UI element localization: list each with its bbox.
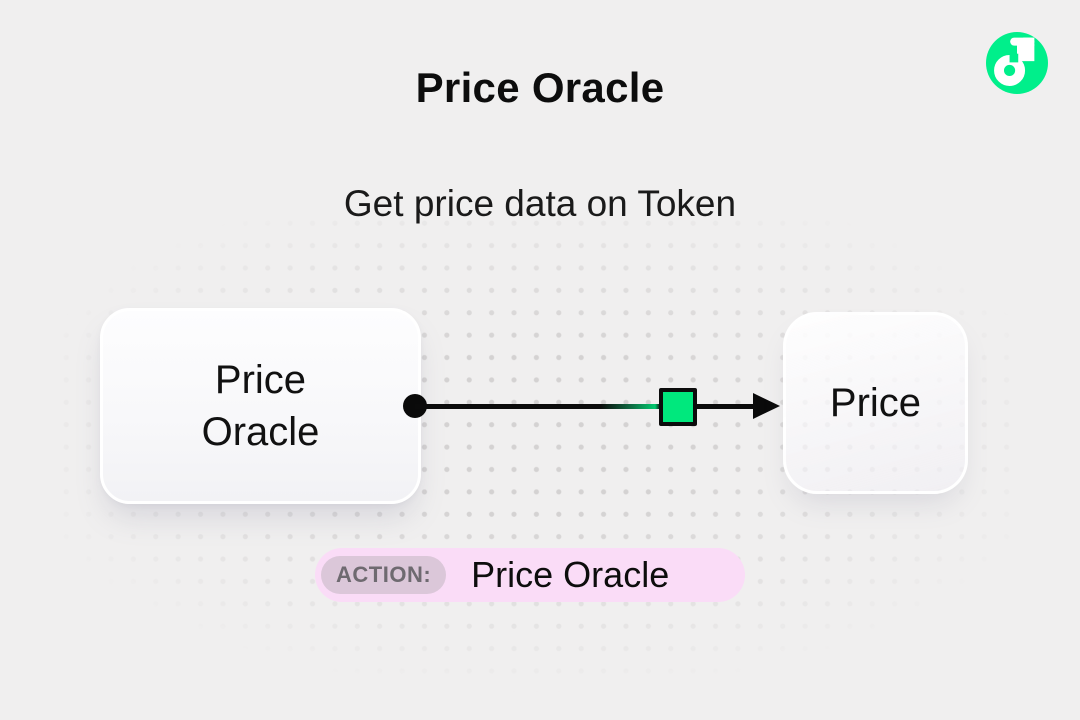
source-node-label: Price Oracle [201, 358, 320, 454]
flow-logo-icon [986, 32, 1048, 94]
source-node-price-oracle: Price Oracle [100, 308, 421, 504]
target-node-label: Price [829, 381, 922, 425]
page-subtitle: Get price data on Token [343, 183, 737, 224]
page-title: Price Oracle [415, 64, 665, 111]
action-label-pill: ACTION: [321, 556, 447, 594]
action-badge: ACTION: Price Oracle [315, 548, 745, 602]
edge-arrowhead-icon [753, 393, 780, 419]
target-node-price: Price [783, 312, 968, 494]
flow-logo [986, 32, 1048, 94]
edge-line [415, 404, 758, 409]
edge-marker-square [659, 388, 697, 426]
action-value: Price Oracle [471, 554, 670, 595]
